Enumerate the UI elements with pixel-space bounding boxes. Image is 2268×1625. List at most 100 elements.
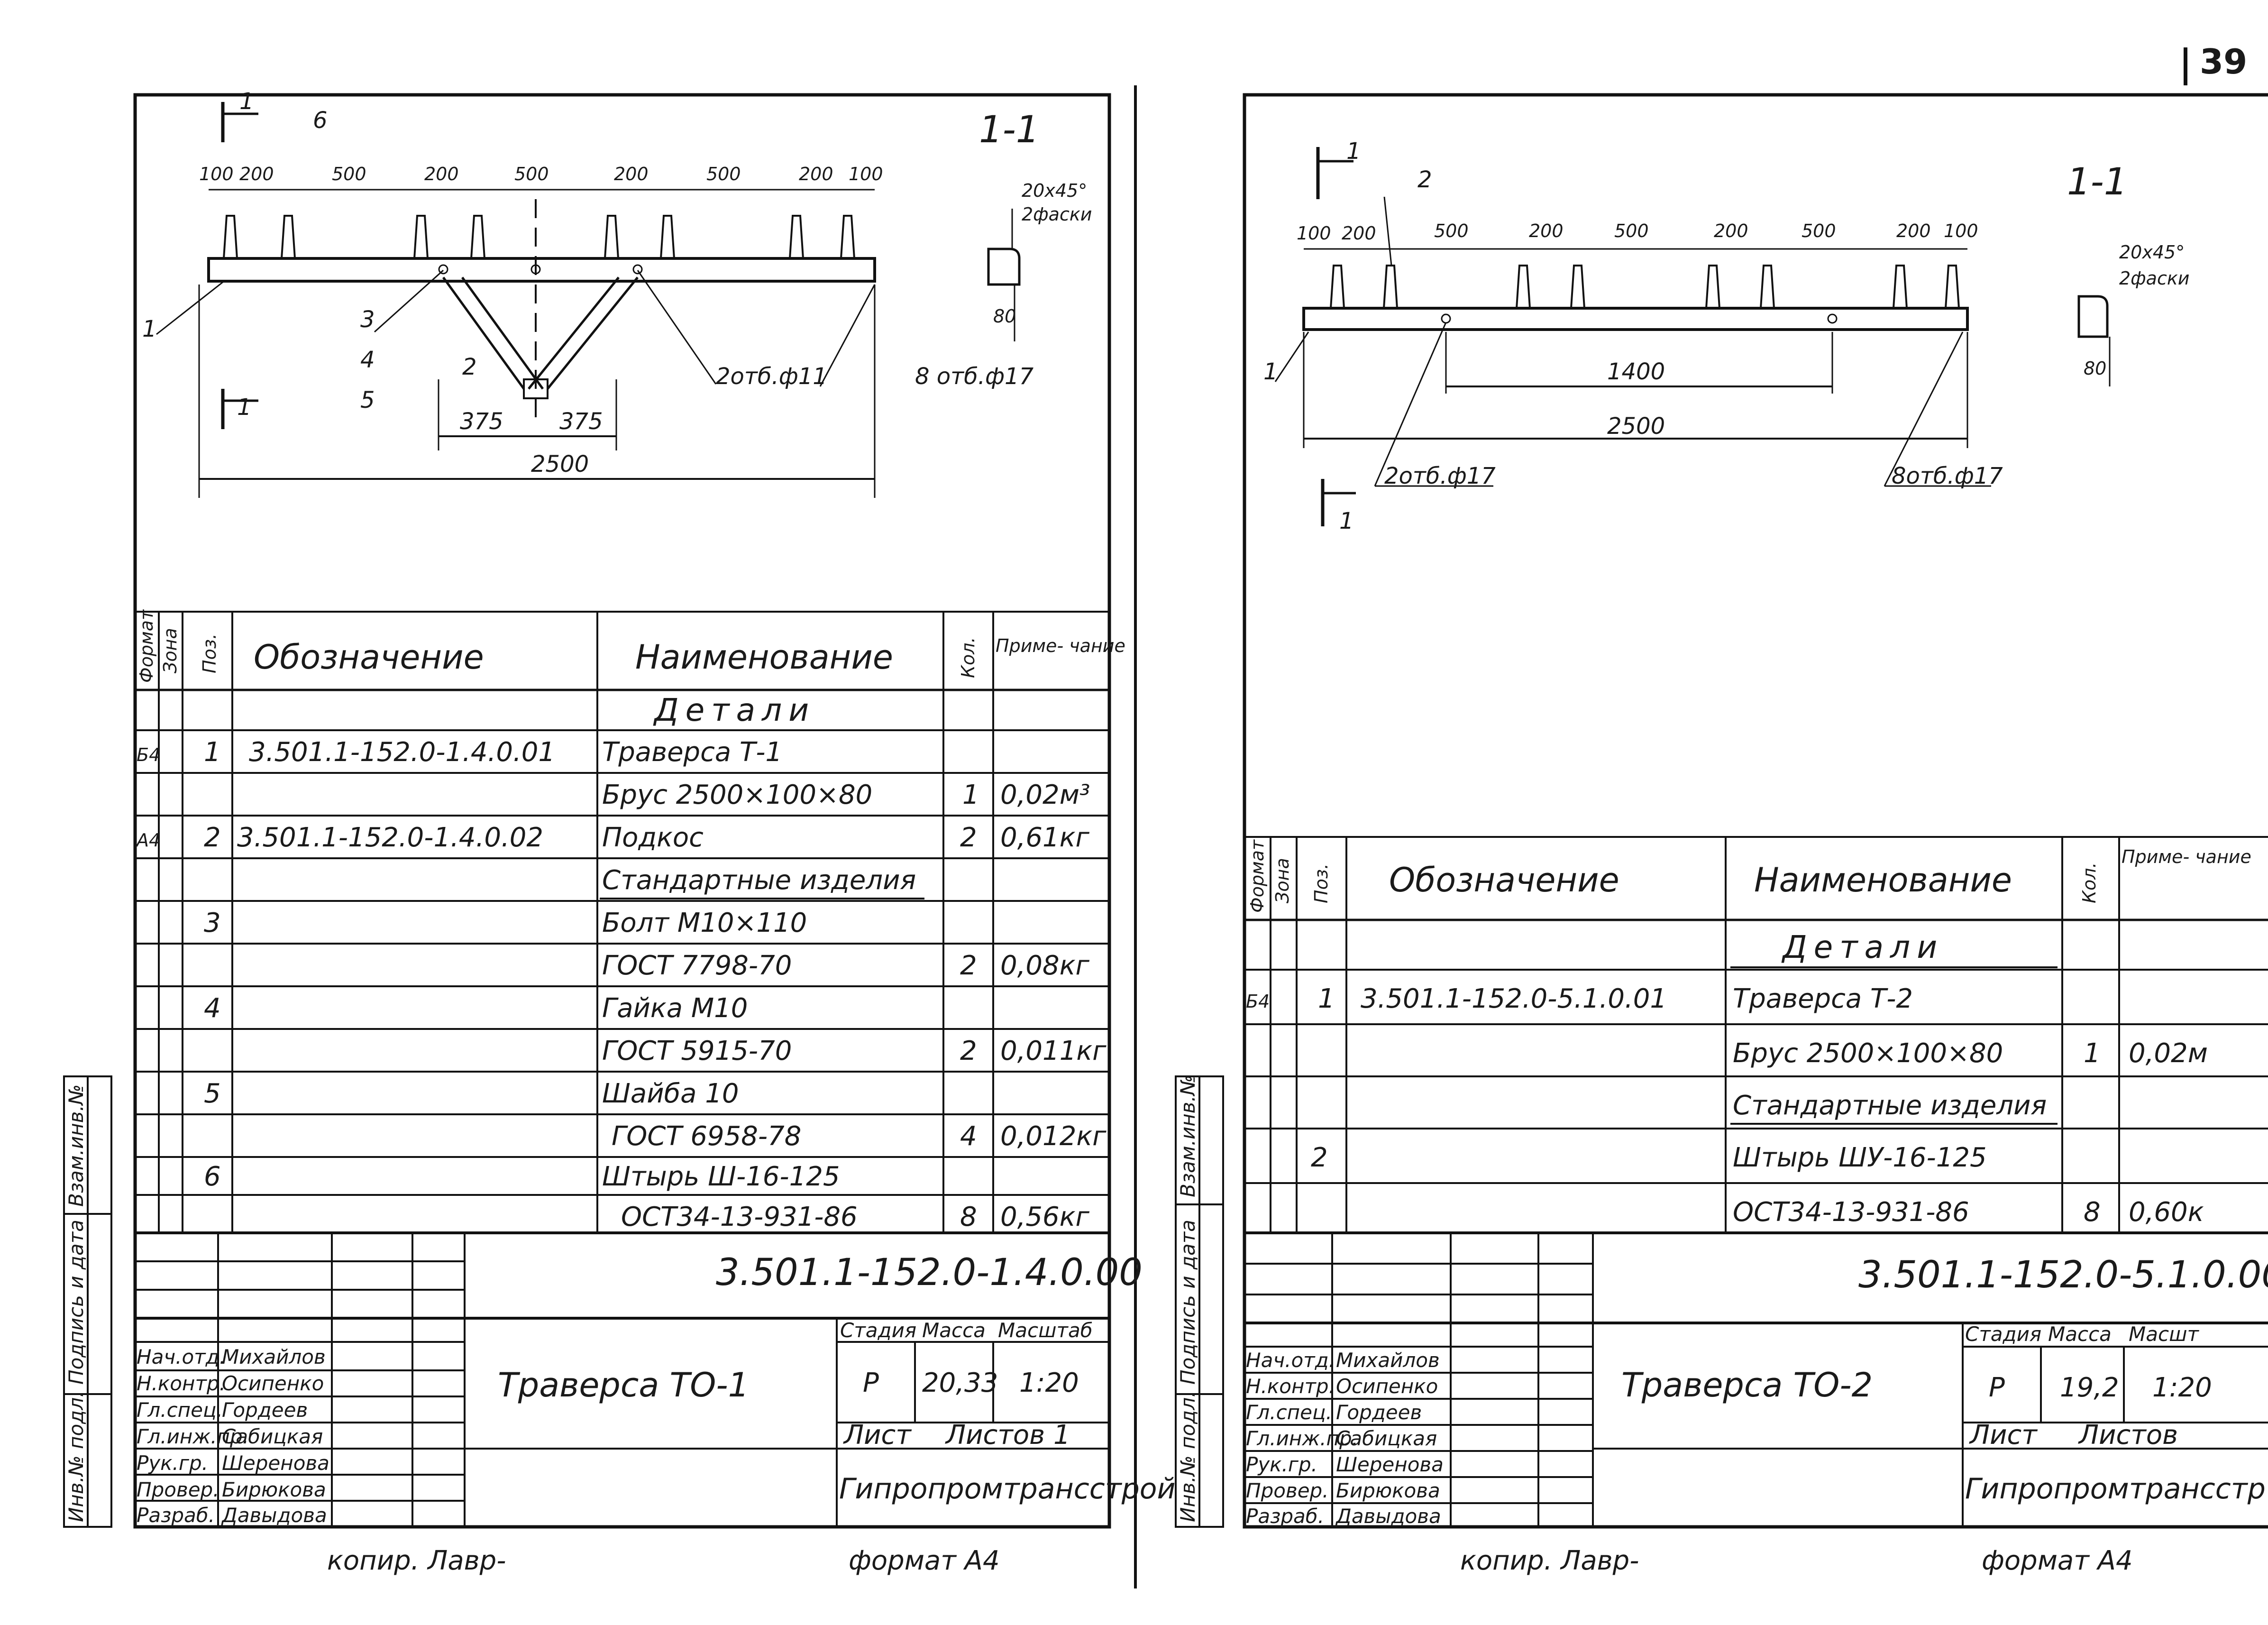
footer-format: формат А4 [849, 1545, 1000, 1576]
callout-5: 5 [360, 387, 375, 413]
spec-format: Б4 [1246, 991, 1270, 1012]
spec-note: 0,011кг [1000, 1036, 1107, 1066]
mass-label: Масса [922, 1319, 986, 1342]
callout-1: 1 [142, 316, 157, 342]
role-label: Гл.инж.пр. [137, 1425, 249, 1448]
scale-value: 1:20 [1019, 1368, 1079, 1398]
spec-name: Подкос [602, 822, 704, 853]
overall-dimension: 2500 [531, 451, 589, 477]
top-dimension: 500 [706, 164, 741, 184]
spec-header-format: Формат [136, 609, 157, 683]
role-label: Нач.отд. [137, 1345, 226, 1368]
overall-dimension: 2500 [1607, 413, 1665, 440]
spec-name: ОСТ34-13-931-86 [1733, 1197, 1969, 1228]
person-name: Гордеев [222, 1398, 308, 1422]
top-dimension: 200 [799, 164, 833, 184]
role-label: Провер. [137, 1478, 219, 1501]
spec-section-heading: Детали [1781, 929, 1944, 965]
spec-note: 0,012кг [1000, 1121, 1107, 1152]
side-stamp-label: Подпись и дата [1176, 1220, 1199, 1385]
cut-label: 1 [1339, 508, 1354, 534]
person-name: Бирюкова [222, 1478, 326, 1501]
spec-name: ОСТ34-13-931-86 [621, 1202, 858, 1232]
role-label: Рук.гр. [137, 1451, 208, 1475]
chamfer-label: 20x45° [2119, 242, 2185, 263]
person-name: Осипенко [1336, 1375, 1438, 1398]
spec-note: 0,60к [2129, 1197, 2204, 1228]
section-mark: 1-1 [2067, 161, 2127, 203]
person-name: Давыдова [221, 1504, 327, 1527]
top-dimension: 500 [514, 164, 549, 184]
doc-code: 3.501.1-152.0-1.4.0.00 [716, 1251, 1143, 1294]
footer-copy: копир. Лавр- [327, 1545, 506, 1576]
role-label: Н.контр. [137, 1372, 226, 1395]
section-mark: 1-1 [979, 109, 1039, 151]
drawing-view-left [156, 102, 1021, 498]
spec-format: А4 [135, 830, 160, 851]
spec-name: Штырь Ш-16-125 [602, 1161, 840, 1192]
top-dimension: 100 [199, 164, 234, 184]
spec-name: Болт М10×110 [602, 908, 807, 938]
role-label: Гл.инж.пр. [1246, 1427, 1358, 1450]
spec-qty: 2 [960, 950, 977, 981]
spec-name: Брус 2500×100×80 [1733, 1038, 2003, 1069]
sheet-right: 1-1 1 1 100 200 500 200 500 200 500 200 … [1175, 93, 2268, 1576]
hole-small-label: 2отб.ф11 [716, 363, 827, 390]
spec-header-name: Наименование [1754, 861, 2012, 900]
spec-pos: 6 [204, 1161, 221, 1192]
top-dimension: 200 [239, 164, 274, 184]
person-name: Сабицкая [1336, 1427, 1437, 1450]
spec-qty: 8 [2084, 1197, 2101, 1228]
spec-pos: 1 [1318, 983, 1335, 1014]
spec-header-format: Формат [1247, 839, 1268, 913]
role-label: Гл.спец. [137, 1398, 223, 1422]
sheet-label: Лист [1969, 1420, 2038, 1451]
sheet-corner-number: 39 [2200, 42, 2247, 82]
role-label: Разраб. [1246, 1505, 1324, 1528]
sheets-count: Листов 1 [945, 1420, 1070, 1451]
top-dimension: 200 [424, 164, 459, 184]
half-dimension: 375 [460, 408, 503, 435]
organization: Гипропромтрансстрой [839, 1472, 1175, 1506]
spec-section-heading: Детали [653, 692, 815, 728]
mass-label: Масса [2048, 1322, 2112, 1346]
top-dimension: 100 [1944, 220, 1978, 241]
spec-designation: 3.501.1-152.0-1.4.0.02 [237, 822, 543, 853]
spec-note: 0,02м³ [1000, 780, 1090, 810]
person-name: Шеренова [1336, 1453, 1444, 1476]
top-dimension: 100 [1297, 223, 1331, 244]
top-dimension: 500 [332, 164, 366, 184]
top-dimension: 200 [1342, 223, 1376, 244]
footer-format: формат А4 [1982, 1545, 2133, 1576]
spec-name: Шайба 10 [602, 1078, 739, 1109]
spec-designation: 3.501.1-152.0-5.1.0.01 [1361, 983, 1667, 1014]
top-dimension: 200 [1529, 220, 1564, 241]
cut-label: 1 [1346, 138, 1361, 165]
mass-value: 19,2 [2060, 1372, 2119, 1403]
doc-code: 3.501.1-152.0-5.1.0.00 [1858, 1254, 2268, 1296]
spec-note: 0,61кг [1000, 822, 1090, 853]
spec-pos: 3 [204, 908, 221, 938]
person-name: Осипенко [222, 1372, 324, 1395]
spec-header-qty: Кол. [958, 637, 979, 678]
spec-header-pos: Поз. [1311, 863, 1332, 903]
spec-header-note: Приме- чание [996, 635, 1125, 656]
cut-label: 1 [239, 88, 254, 115]
scale-value: 1:20 [2152, 1372, 2212, 1403]
spec-name: ГОСТ 5915-70 [602, 1036, 792, 1066]
callout-4: 4 [360, 347, 375, 373]
scale-label: Масшт [2129, 1322, 2199, 1346]
footer-copy: копир. Лавр- [1460, 1545, 1639, 1576]
scale-label: Масштаб [998, 1319, 1093, 1342]
sheet-left: 1-1 1 1 100 200 500 200 500 200 500 200 … [63, 88, 1175, 1576]
hole-large-label: 8отб.ф17 [1892, 463, 2003, 489]
spec-name: Брус 2500×100×80 [602, 780, 872, 810]
spec-name: Гайка М10 [602, 993, 748, 1024]
hole-large-label: 8 отб.ф17 [915, 363, 1034, 390]
sheets-count: Листов [2078, 1420, 2178, 1451]
spec-section-heading: Стандартные изделия [1733, 1090, 2047, 1121]
person-name: Гордеев [1336, 1401, 1422, 1424]
stage-label: Стадия [840, 1319, 916, 1342]
top-dimension: 200 [1896, 220, 1931, 241]
